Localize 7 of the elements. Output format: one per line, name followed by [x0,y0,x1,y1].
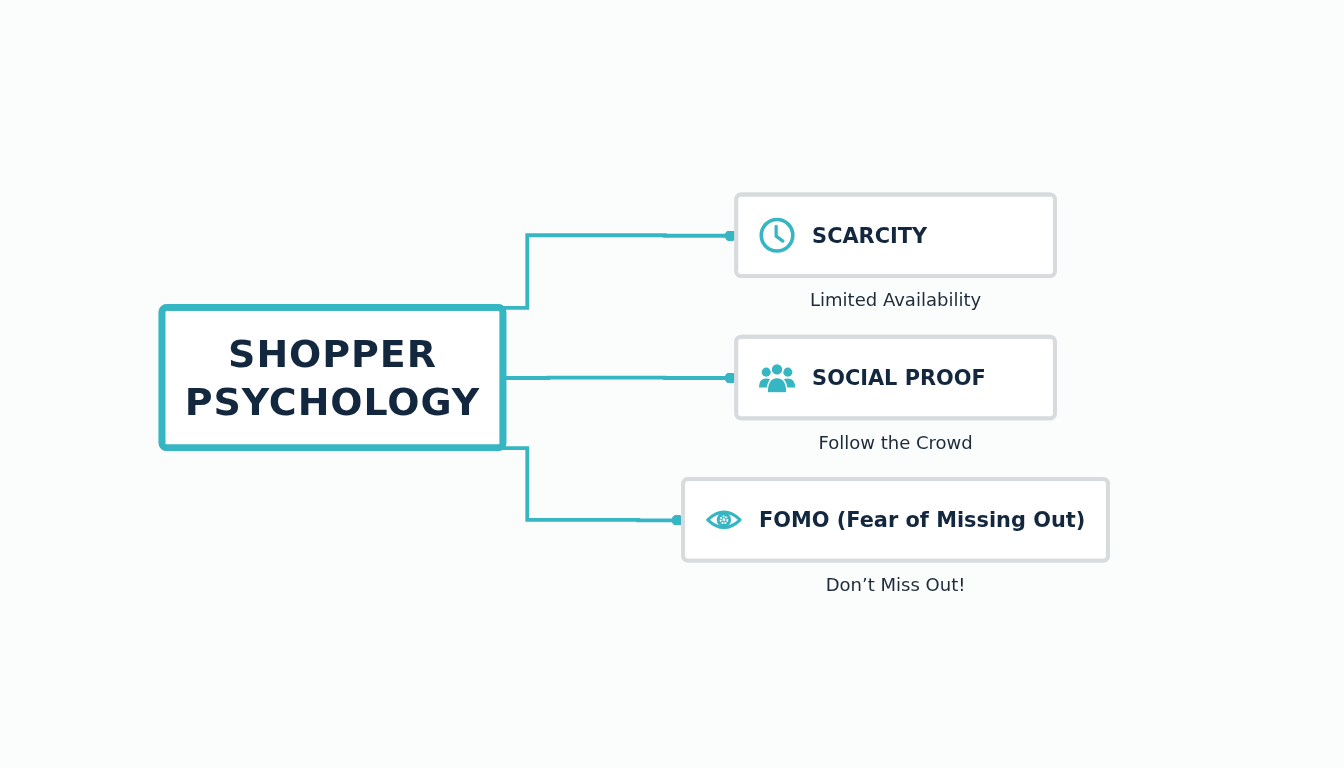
node-caption: Don’t Miss Out! [825,573,966,595]
node-label: SHOPPER PSYCHOLOGY [184,331,481,425]
node-caption: Limited Availability [810,289,982,311]
node-label: SOCIAL PROOF [812,364,987,392]
node-label: SCARCITY [812,222,929,250]
node-label: FOMO (Fear of Missing Out) [759,506,1086,534]
node-caption: Follow the Crowd [818,431,973,453]
